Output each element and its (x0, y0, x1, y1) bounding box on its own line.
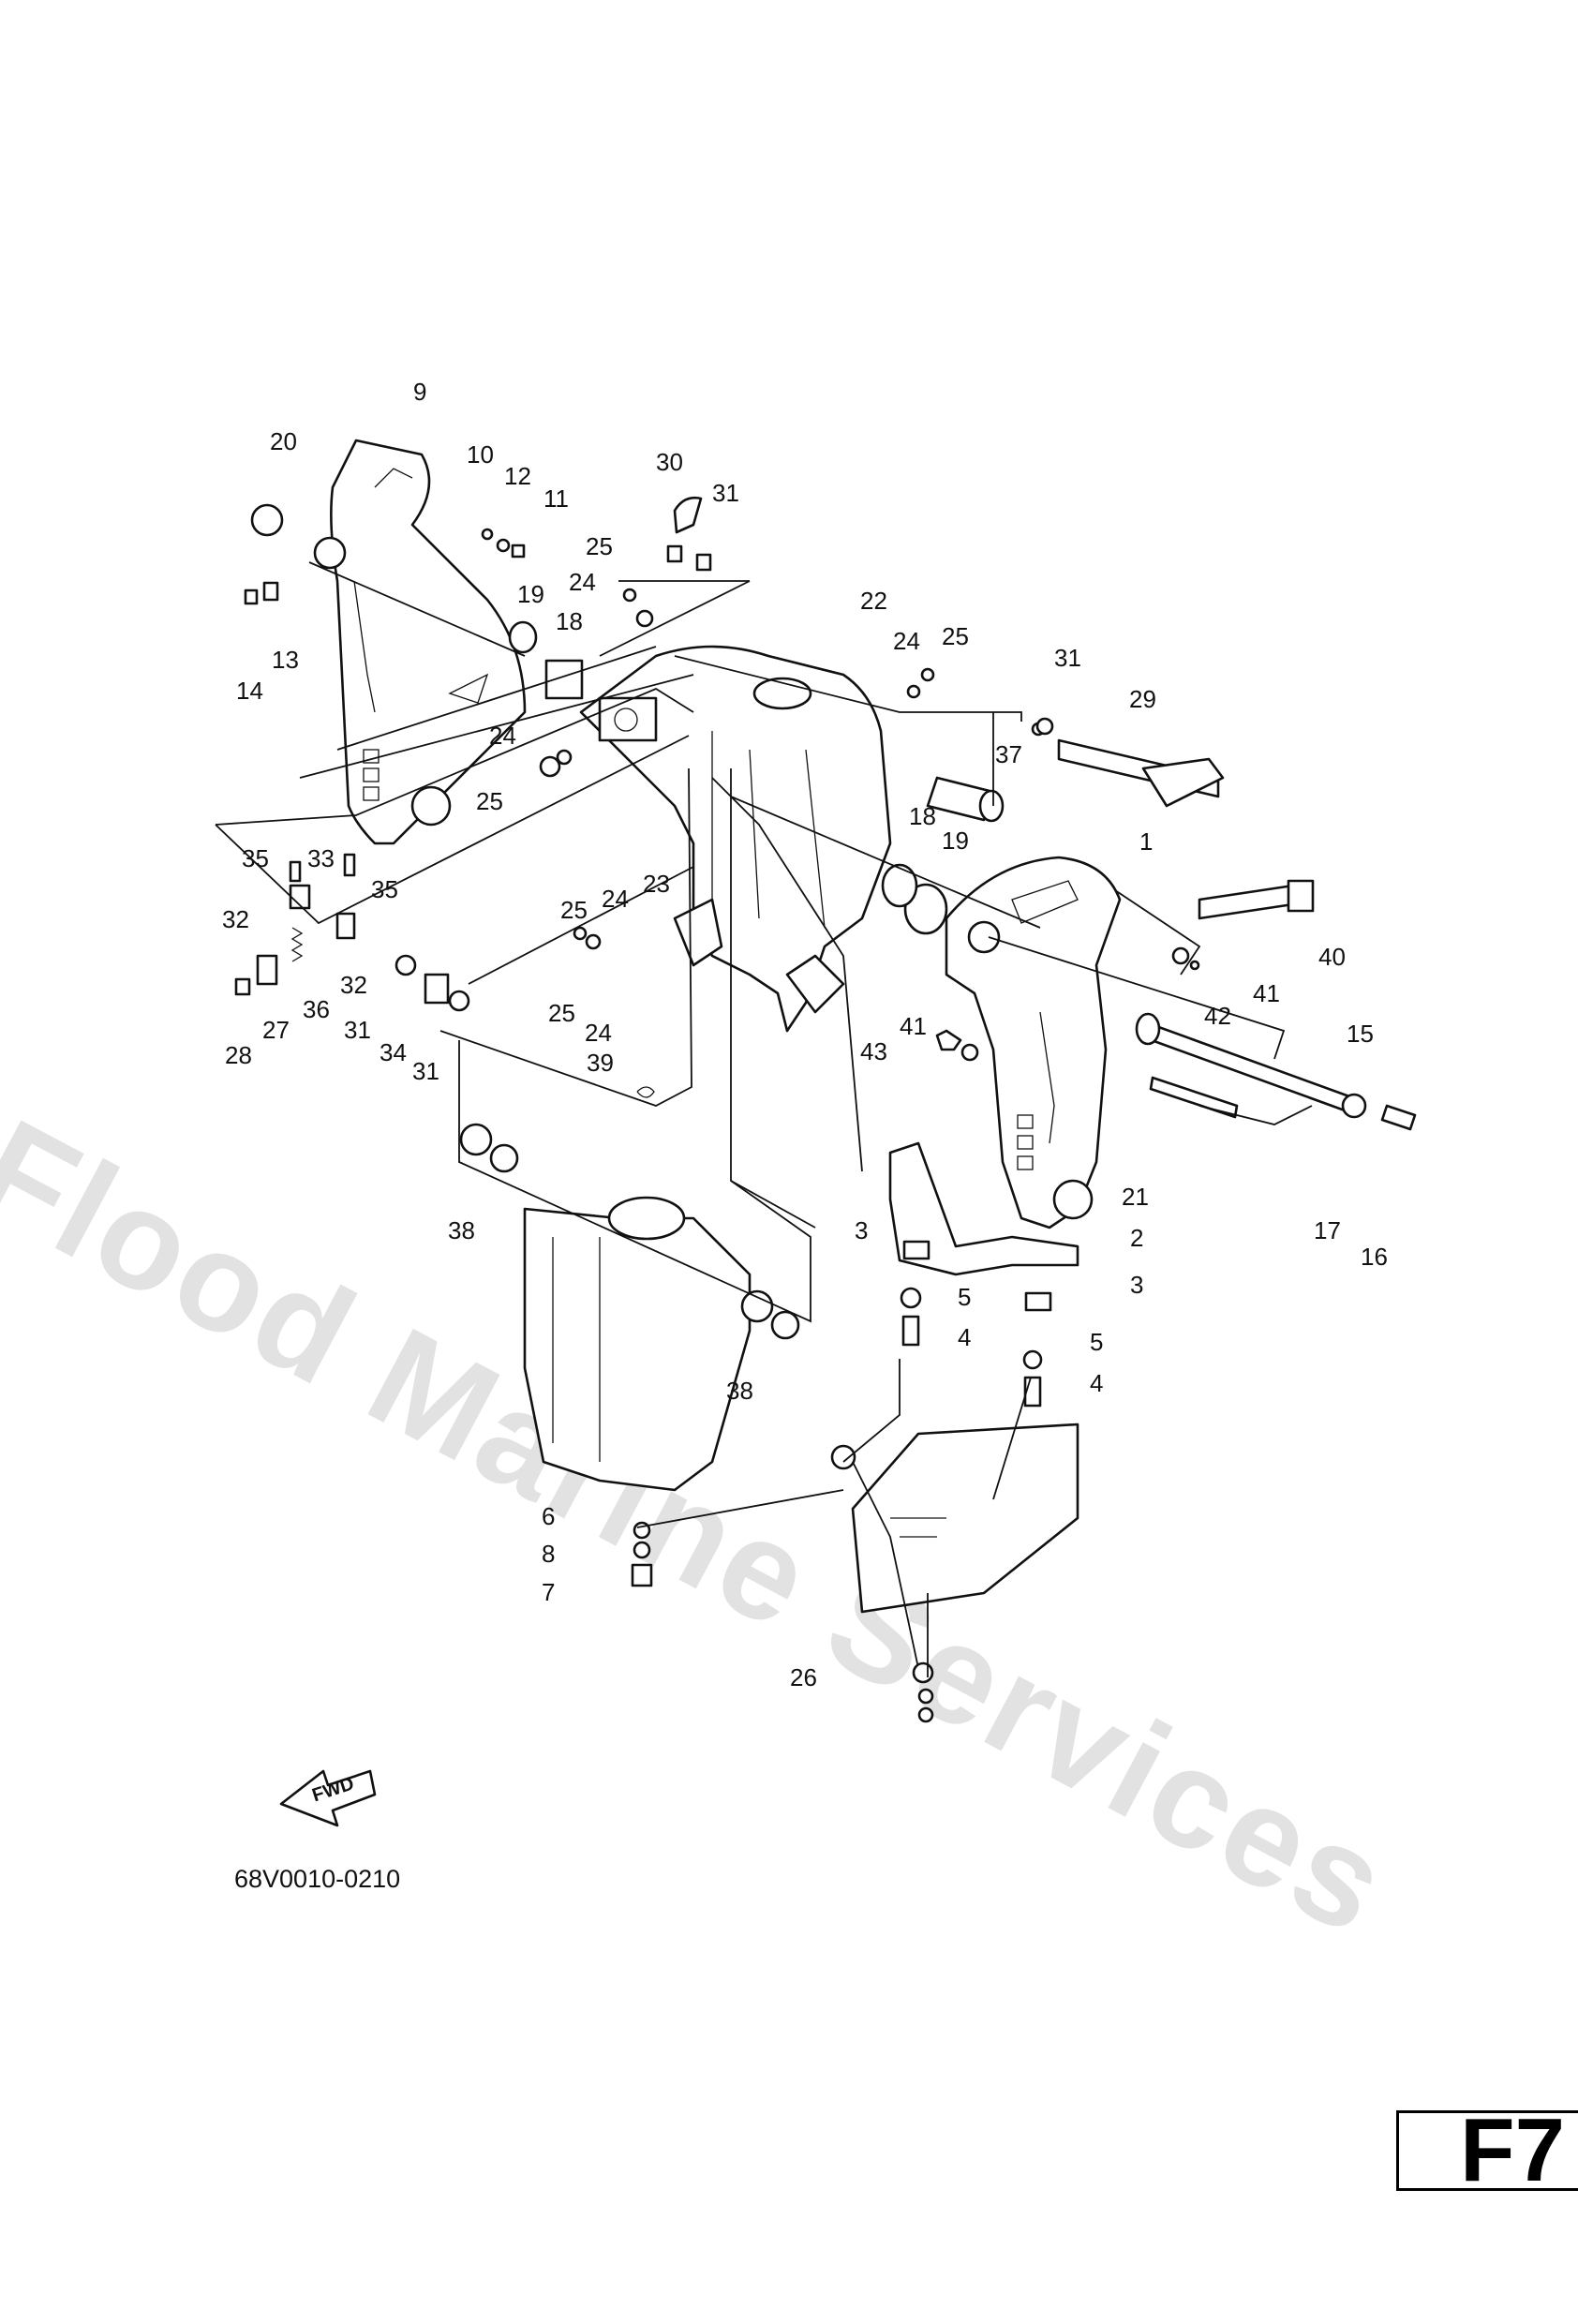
callout-35: 35 (371, 875, 398, 903)
callout-17: 17 (1314, 1216, 1341, 1244)
callout-41: 41 (1253, 979, 1280, 1007)
callout-42: 42 (1204, 1002, 1231, 1030)
callout-6: 6 (542, 1502, 555, 1530)
swivel-bracket (579, 645, 892, 1033)
callout-26: 26 (790, 1663, 817, 1691)
tilt-shafts (926, 738, 1417, 1131)
callout-5: 5 (1090, 1328, 1103, 1356)
callout-5: 5 (958, 1283, 971, 1311)
callout-25: 25 (586, 532, 613, 560)
callout-labels: 9 20 10 12 11 30 31 25 24 19 18 22 24 25… (222, 378, 1388, 1691)
callout-38: 38 (448, 1216, 475, 1244)
lower-assembly (459, 1123, 1079, 1723)
leader-lines (215, 561, 1313, 1677)
right-clamp-bracket (945, 856, 1122, 1229)
callout-25: 25 (560, 896, 588, 924)
callout-25: 25 (942, 622, 969, 650)
callout-18: 18 (909, 802, 936, 830)
callout-1: 1 (1139, 827, 1153, 856)
callout-28: 28 (225, 1041, 252, 1069)
callout-18: 18 (556, 607, 583, 635)
callout-15: 15 (1347, 1020, 1374, 1048)
callout-21: 21 (1122, 1183, 1149, 1211)
callout-23: 23 (643, 870, 670, 898)
callout-2: 2 (1130, 1224, 1143, 1252)
page-label-box (1396, 2110, 1578, 2191)
callout-3: 3 (855, 1216, 868, 1244)
left-clamp-bracket (313, 439, 527, 845)
callout-11: 11 (543, 484, 569, 513)
callout-9: 9 (413, 378, 426, 406)
callout-25: 25 (476, 787, 503, 815)
callout-31: 31 (412, 1057, 439, 1085)
callout-4: 4 (958, 1323, 971, 1351)
callout-24: 24 (569, 568, 596, 596)
callout-24: 24 (893, 627, 920, 655)
page-label: F7 (1460, 2100, 1566, 2200)
diagram-code: 68V0010-0210 (234, 1865, 401, 1893)
callout-19: 19 (517, 580, 544, 608)
callout-3: 3 (1130, 1271, 1143, 1299)
callout-41: 41 (900, 1012, 927, 1040)
callout-30: 30 (656, 448, 683, 476)
callout-40: 40 (1318, 943, 1346, 971)
callout-20: 20 (270, 427, 297, 455)
callout-38: 38 (726, 1377, 753, 1405)
callout-25: 25 (548, 999, 575, 1027)
callout-24: 24 (585, 1019, 612, 1047)
callout-29: 29 (1129, 685, 1156, 713)
callout-19: 19 (942, 827, 969, 855)
callout-36: 36 (303, 995, 330, 1023)
callout-31: 31 (1054, 644, 1081, 672)
callout-14: 14 (236, 677, 263, 705)
callout-39: 39 (587, 1049, 614, 1077)
callout-31: 31 (712, 479, 739, 507)
callout-43: 43 (860, 1037, 887, 1065)
callout-34: 34 (380, 1038, 407, 1066)
callout-35: 35 (242, 844, 269, 872)
callout-4: 4 (1090, 1369, 1103, 1397)
callout-27: 27 (262, 1016, 290, 1044)
callout-31: 31 (344, 1016, 371, 1044)
callout-7: 7 (542, 1578, 555, 1606)
callout-22: 22 (860, 587, 887, 615)
callout-37: 37 (995, 740, 1022, 768)
callout-16: 16 (1361, 1243, 1388, 1271)
callout-13: 13 (272, 646, 299, 674)
callout-24: 24 (489, 722, 516, 750)
hardware-items (234, 497, 1200, 1098)
fwd-arrow-icon: FWD (279, 1769, 377, 1827)
callout-32: 32 (340, 971, 367, 999)
callout-32: 32 (222, 905, 249, 933)
callout-33: 33 (307, 844, 335, 872)
callout-24: 24 (602, 885, 629, 913)
callout-8: 8 (542, 1540, 555, 1568)
callout-12: 12 (504, 462, 531, 490)
callout-10: 10 (467, 440, 494, 469)
